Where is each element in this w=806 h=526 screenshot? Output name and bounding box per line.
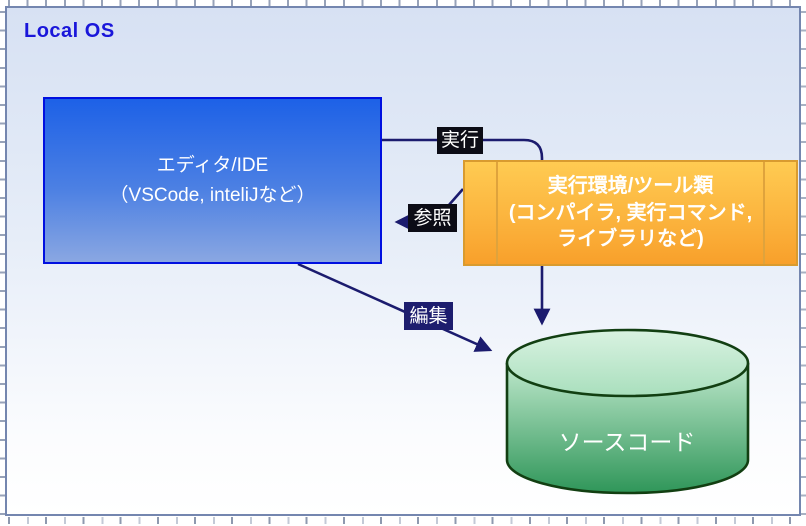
source-code-label: ソースコード	[559, 429, 696, 455]
cylinder-body[interactable]	[505, 363, 750, 495]
edge-label-execute[interactable]: 実行	[437, 127, 483, 154]
exec-env-subtitle: (コンパイラ, 実行コマンド, ライブラリなど)	[508, 201, 753, 251]
edge-label-reference[interactable]: 参照	[408, 204, 457, 232]
editor-ide-title: エディタ/IDE	[156, 155, 269, 177]
edge-edit[interactable]	[297, 262, 493, 352]
source-code-cylinder[interactable]: ソースコード	[505, 328, 750, 495]
editor-ide-subtitle: （VSCode, inteliJなど）	[109, 184, 316, 206]
edge-label-edit[interactable]: 編集	[404, 302, 453, 330]
exec-env-title: 実行環境/ツール類	[547, 175, 714, 198]
edge-execute[interactable]	[382, 138, 544, 161]
local-os-title: Local OS	[24, 20, 115, 42]
editor-ide-node[interactable]: エディタ/IDE （VSCode, inteliJなど）	[43, 97, 382, 264]
cylinder-top[interactable]	[505, 328, 750, 398]
exec-env-tools-node[interactable]: 実行環境/ツール類 (コンパイラ, 実行コマンド, ライブラリなど)	[463, 160, 798, 266]
